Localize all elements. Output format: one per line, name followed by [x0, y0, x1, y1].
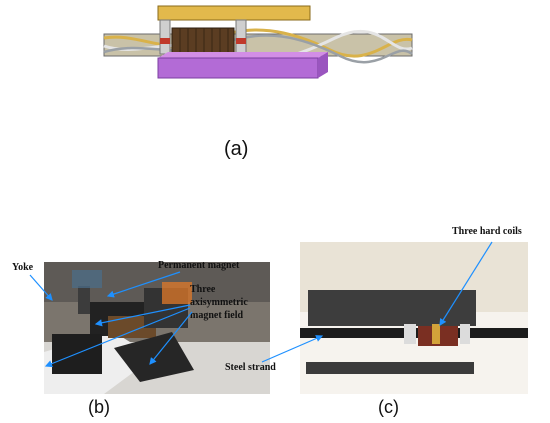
label-permanent-magnet: Permanent magnet: [158, 260, 240, 271]
permanent-magnet-block: [157, 52, 328, 79]
photo-c-illustration: [300, 242, 528, 394]
arrow-steel-strand: [261, 335, 324, 363]
photo-b-illustration: [44, 262, 270, 394]
label-yoke: Yoke: [12, 262, 34, 273]
label-steel-strand: Steel strand: [225, 362, 276, 373]
photo-b: [44, 262, 270, 394]
arrows-b: [29, 271, 193, 368]
caption-b: (b): [88, 397, 110, 417]
arrow-field-2: [44, 307, 191, 368]
caption-a: (a): [224, 138, 249, 160]
arrow-hard-coils: [439, 241, 493, 327]
photo-c: [300, 242, 528, 394]
arrow-yoke: [29, 274, 53, 301]
yoke-leg-right: [235, 19, 247, 55]
arrows-c: [261, 241, 493, 363]
arrow-field-3: [149, 311, 193, 365]
yoke-leg-left: [159, 19, 171, 55]
arrow-permanent-magnet: [106, 271, 181, 298]
coil: [171, 27, 235, 55]
arrow-field-1: [94, 304, 191, 327]
schematic-a: [103, 5, 413, 79]
yoke-top: [157, 5, 311, 21]
label-three-hard-coils: Three hard coils: [452, 226, 522, 237]
caption-c: (c): [378, 397, 399, 417]
label-axisymmetric-field: Three axisymmetric magnet field: [190, 284, 248, 321]
